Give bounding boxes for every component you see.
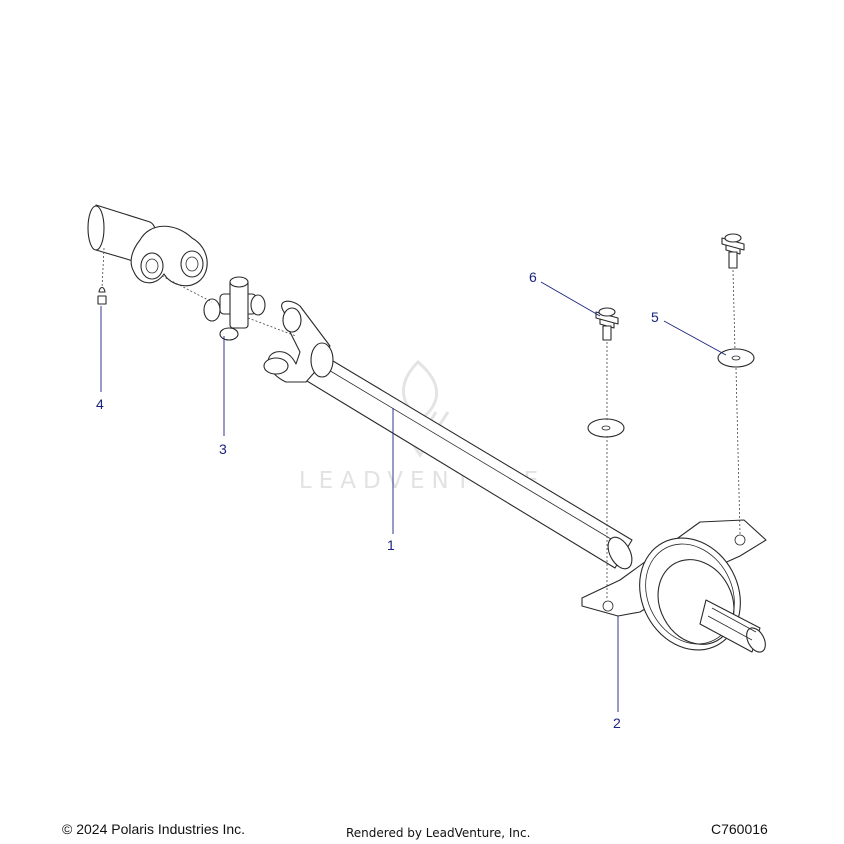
callout-2[interactable]: 2	[613, 715, 621, 731]
assembly-lines	[101, 247, 741, 600]
grease-fitting	[97, 286, 107, 305]
washer-left	[587, 418, 625, 438]
diagram-code: C760016	[711, 821, 768, 837]
universal-joint-cross	[203, 276, 266, 341]
center-bearing	[581, 519, 767, 653]
flange-bolt-left	[595, 307, 619, 341]
callout-1[interactable]: 1	[387, 537, 395, 553]
callout-6[interactable]: 6	[529, 269, 537, 285]
rendered-by-credit: Rendered by LeadVenture, Inc.	[346, 826, 531, 840]
callout-5[interactable]: 5	[651, 309, 659, 325]
callout-leaders	[100, 281, 727, 712]
drive-shaft	[263, 300, 633, 569]
slip-yoke	[87, 204, 208, 287]
flange-bolt-right	[721, 233, 745, 269]
washer-right	[717, 348, 755, 368]
callout-3[interactable]: 3	[219, 441, 227, 457]
copyright-notice: © 2024 Polaris Industries Inc.	[62, 821, 246, 837]
callout-4[interactable]: 4	[96, 396, 104, 412]
